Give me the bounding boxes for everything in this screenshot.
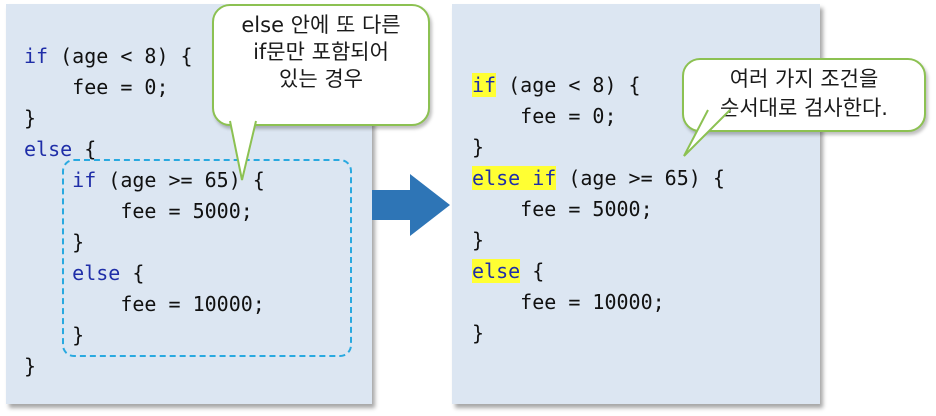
- callout-line: 있는 경우: [279, 67, 363, 91]
- keyword: else: [24, 137, 73, 161]
- right-callout: 여러 가지 조건을 순서대로 검사한다.: [682, 58, 926, 157]
- keyword: if: [72, 168, 97, 192]
- callout-tail: [229, 120, 257, 181]
- callout-tail: [683, 109, 731, 157]
- keyword: else if: [472, 166, 557, 190]
- nested-if-highlight-box: [62, 159, 352, 357]
- else-if-chain-code: if (age < 8) { fee = 0; } else if (age >…: [472, 73, 725, 345]
- callout-line: 순서대로 검사한다.: [720, 96, 888, 120]
- left-callout: else 안에 또 다른 if문만 포함되어 있는 경우: [212, 4, 430, 181]
- keyword: if: [472, 73, 497, 97]
- right-arrow-icon: [372, 174, 450, 236]
- callout-line: else 안에 또 다른: [241, 13, 401, 37]
- keyword: else: [72, 261, 121, 285]
- callout-line: if문만 포함되어: [253, 40, 389, 64]
- callout-line: 여러 가지 조건을: [729, 67, 879, 91]
- keyword: else: [472, 259, 521, 283]
- keyword: if: [24, 44, 49, 68]
- nested-if-code: if (age < 8) { fee = 0; } else { if (age…: [24, 44, 265, 378]
